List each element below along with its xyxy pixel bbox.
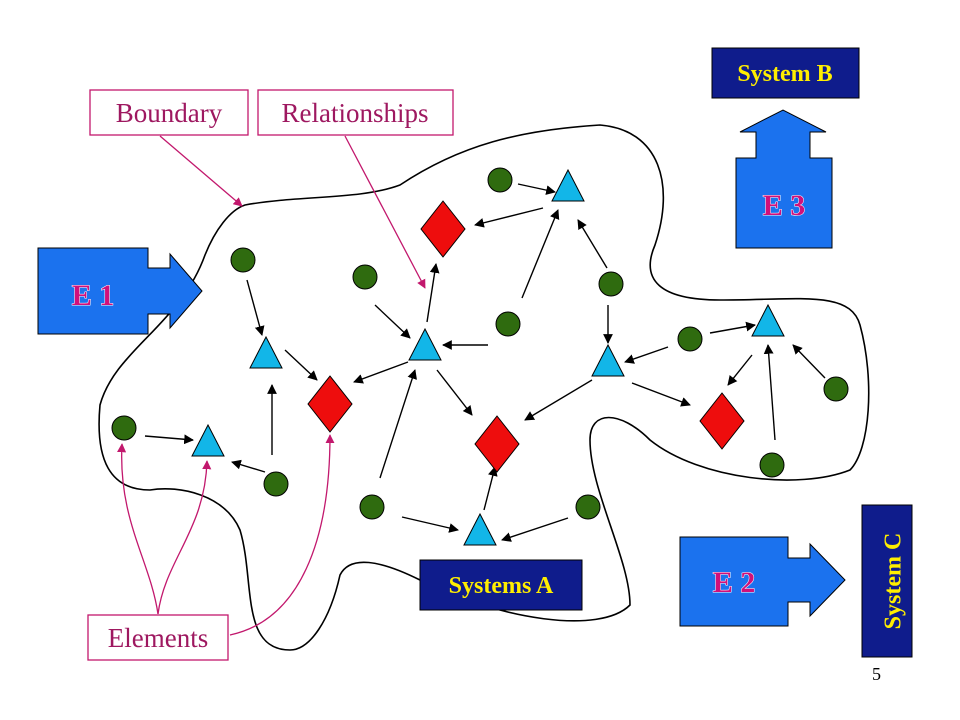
relationship-arrow [524,379,593,421]
e3-arrow-shape [735,109,833,249]
elements-callout-box [87,614,229,661]
circle-element [111,415,137,441]
boundary-callout: Boundary [89,89,249,136]
triangle-element [249,335,283,369]
e3-label: E 3 [763,189,806,222]
circle-element [598,271,624,297]
environment-e3: E 3 [735,109,833,249]
system-b: System B [711,47,860,99]
relationship-arrow [436,369,473,416]
relationship-arrow [792,344,826,379]
relationship-arrow [631,382,691,407]
system-b-box [711,47,860,99]
relationship-arrow [501,517,569,542]
diamond-element [307,375,353,433]
system-c-box [861,504,913,658]
relationship-arrow [577,219,608,269]
triangle-element [591,343,625,377]
elements-pointer-1 [117,443,159,615]
relationship-arrow [284,349,318,381]
relationship-arrow [517,183,556,195]
e2-label: E 2 [713,566,756,599]
triangle-element [551,168,585,202]
systems-a-box [419,559,583,611]
relationship-arrows [144,183,826,542]
circle-element [230,247,256,273]
elements-pointer-3 [229,434,335,636]
environment-e1: E 1 [37,247,203,335]
diamond-element [420,200,466,258]
boundary-callout-box [89,89,249,136]
diamond-element [699,392,745,450]
circle-element [263,471,289,497]
relationships-pointer [344,135,426,289]
relationship-arrow [231,459,266,473]
system-b-label: System B [737,61,832,87]
e2-arrow-shape [679,536,846,627]
boundary-pointer [159,135,243,207]
relationship-arrow [426,263,440,323]
relationship-arrow [727,354,753,386]
triangle-element [408,327,442,361]
elements-label: Elements [108,623,208,653]
relationship-arrow [374,304,411,339]
relationship-arrow [521,209,560,299]
circle-element [359,494,385,520]
page-number: 5 [872,664,881,684]
relationship-arrow [401,516,459,533]
relationship-arrow [483,466,498,511]
relationship-arrow [379,369,417,479]
callout-pointers [117,135,426,636]
system-c: System C [861,504,913,658]
circle-element [575,494,601,520]
relationships-callout: Relationships [257,89,454,136]
system-c-label: System C [881,533,907,630]
system-boundary [98,124,870,651]
relationship-arrow [709,321,756,334]
environment-e2: E 2 [679,536,846,627]
circle-element [759,452,785,478]
triangle-element [191,423,225,457]
relationship-arrow [624,346,669,364]
triangle-element [751,303,785,337]
relationship-arrow [353,361,409,384]
elements-callout: Elements [87,614,229,661]
e1-arrow-shape [37,247,203,335]
relationships-callout-box [257,89,454,136]
relationship-arrow [144,434,194,445]
elements-pointer-2 [157,460,212,615]
boundary-label: Boundary [116,98,223,128]
circle-element [352,264,378,290]
relationship-arrow [246,279,265,336]
diamond-element [474,415,520,473]
systems-a: Systems A [419,559,583,611]
e1-label: E 1 [72,279,115,312]
relationships-label: Relationships [282,98,429,128]
circle-element [823,376,849,402]
relationship-arrow [474,207,544,228]
diamond-elements [307,200,745,473]
circle-element [677,326,703,352]
systems-a-label: Systems A [449,573,554,599]
triangle-element [463,512,497,546]
triangle-elements [191,168,785,546]
circle-elements [111,167,849,520]
circle-element [487,167,513,193]
relationship-arrow [763,344,776,441]
circle-element [495,311,521,337]
